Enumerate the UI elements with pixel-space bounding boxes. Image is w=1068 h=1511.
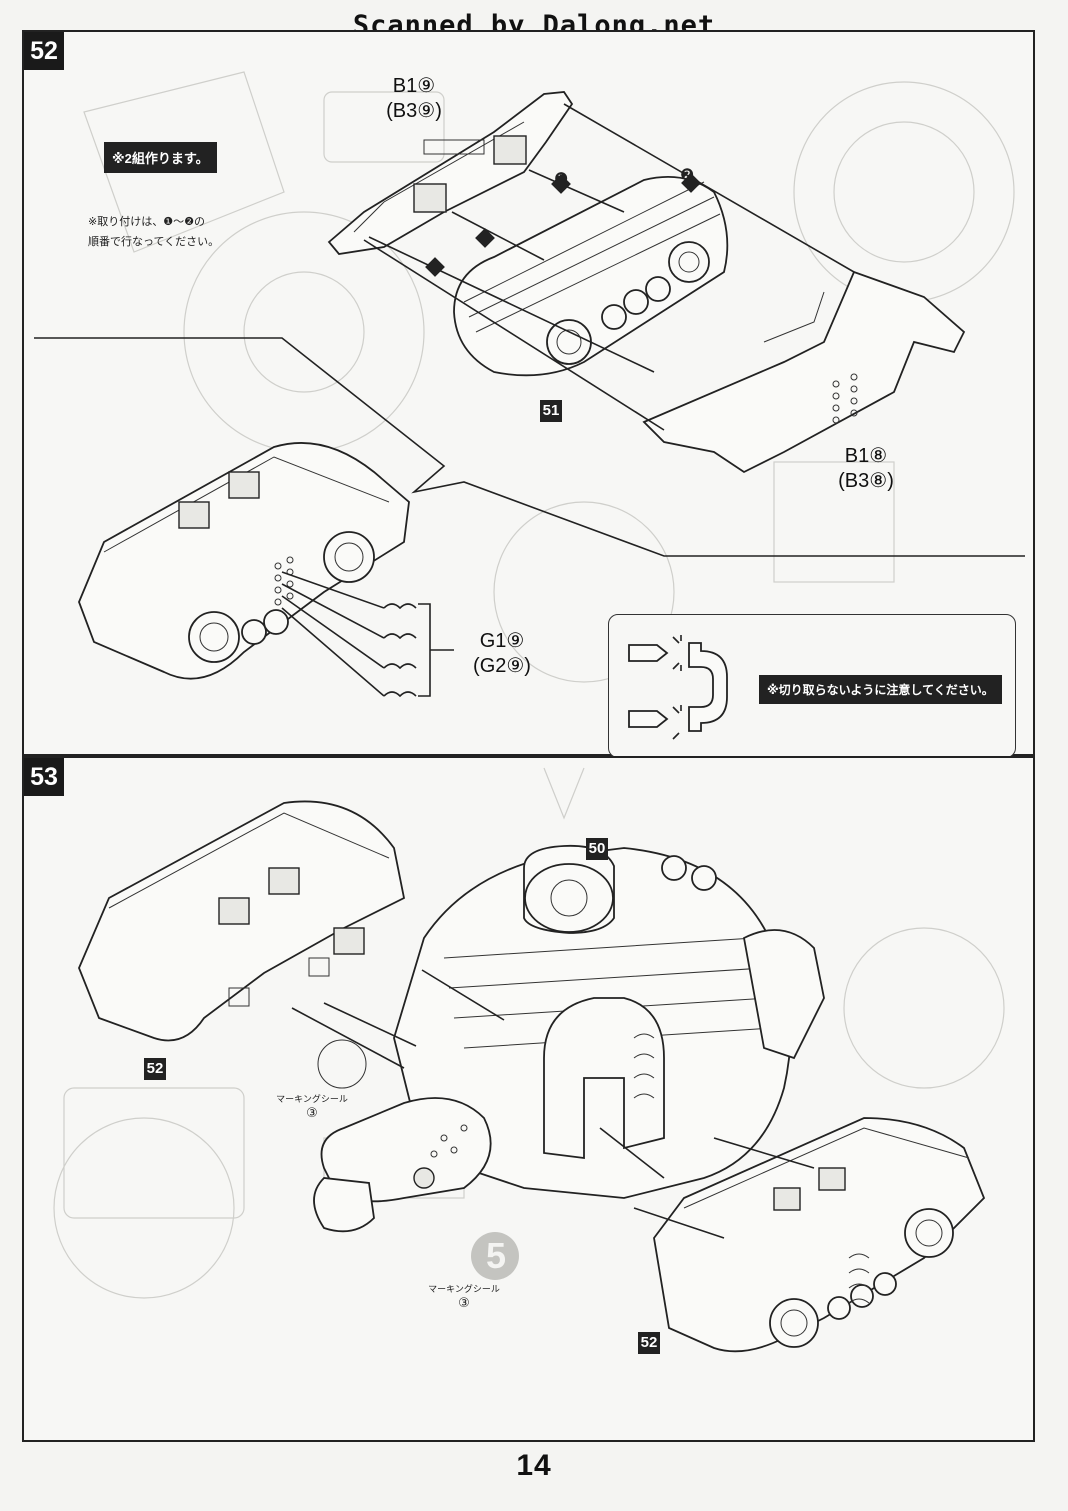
step-number: 52 bbox=[24, 32, 64, 70]
step-52-illustration bbox=[34, 71, 1025, 698]
step-52-panel: 52 bbox=[22, 30, 1035, 758]
assembly-arrows bbox=[363, 103, 855, 431]
part-label-b19: B1⑨ (B3⑨) bbox=[364, 74, 464, 124]
part-name: G1⑨ bbox=[479, 630, 525, 652]
part-alt: (B3⑨) bbox=[386, 100, 442, 122]
sticker-name: マーキングシール bbox=[276, 1094, 348, 1104]
part-label-g19: G1⑨ (G2⑨) bbox=[452, 629, 552, 679]
sticker-number: ③ bbox=[458, 1295, 470, 1310]
step-53-panel: 53 bbox=[22, 756, 1035, 1442]
sticker-a-placement bbox=[317, 1039, 367, 1089]
sticker-name: マーキングシール bbox=[428, 1284, 500, 1294]
part-name: B1⑧ bbox=[844, 445, 888, 467]
body-side-handles bbox=[633, 1033, 655, 1099]
assembly-arrows bbox=[291, 969, 815, 1239]
handle-detail-illustration bbox=[628, 635, 728, 740]
caution-frame: ※切り取らないように注意してください。 bbox=[608, 614, 1016, 758]
install-order-note: ※取り付けは、❶～❷の 順番で行なってください。 bbox=[88, 212, 219, 252]
assembled-track-52 bbox=[78, 442, 410, 680]
sticker-number: ③ bbox=[306, 1105, 318, 1120]
step-53-illustration bbox=[53, 767, 1005, 1353]
center-body-50 bbox=[393, 844, 825, 1199]
part-name: B1⑨ bbox=[392, 75, 436, 97]
sticker-digit: 5 bbox=[485, 1235, 507, 1276]
part-alt: (G2⑨) bbox=[473, 655, 531, 677]
ref-body-50: 50 bbox=[586, 838, 608, 860]
install-order-line-1: ※取り付けは、❶～❷の bbox=[88, 216, 205, 228]
step-number: 53 bbox=[24, 758, 64, 796]
handle-parts bbox=[281, 571, 454, 698]
page-number: 14 bbox=[516, 1449, 552, 1482]
sticker-label-a: マーキングシール ③ bbox=[272, 1092, 352, 1120]
sticker-b-placement bbox=[471, 1232, 519, 1280]
right-track-52 bbox=[653, 1117, 986, 1353]
ref-right-track-52: 52 bbox=[638, 1332, 660, 1354]
track-cover-top bbox=[327, 91, 574, 255]
callout-marker-2: ❷ bbox=[680, 167, 695, 184]
cover-holes bbox=[832, 373, 858, 424]
sticker-label-b: マーキングシール ③ bbox=[424, 1282, 504, 1310]
install-order-line-2: 順番で行なってください。 bbox=[88, 236, 220, 248]
part-alt: (B3⑧) bbox=[838, 470, 894, 492]
ref-left-track-52: 52 bbox=[144, 1058, 166, 1080]
part-label-b18: B1⑧ (B3⑧) bbox=[816, 444, 916, 494]
caution-note: ※切り取らないように注意してください。 bbox=[759, 675, 1002, 704]
left-track-52 bbox=[78, 800, 406, 1042]
callout-marker-1: ❶ bbox=[554, 171, 569, 188]
track-cover-bottom bbox=[642, 270, 966, 474]
front-nozzle bbox=[313, 1097, 492, 1233]
make-two-note: ※2組作ります。 bbox=[104, 142, 217, 173]
track-unit bbox=[453, 175, 729, 377]
ref-assembly-51: 51 bbox=[540, 400, 562, 422]
